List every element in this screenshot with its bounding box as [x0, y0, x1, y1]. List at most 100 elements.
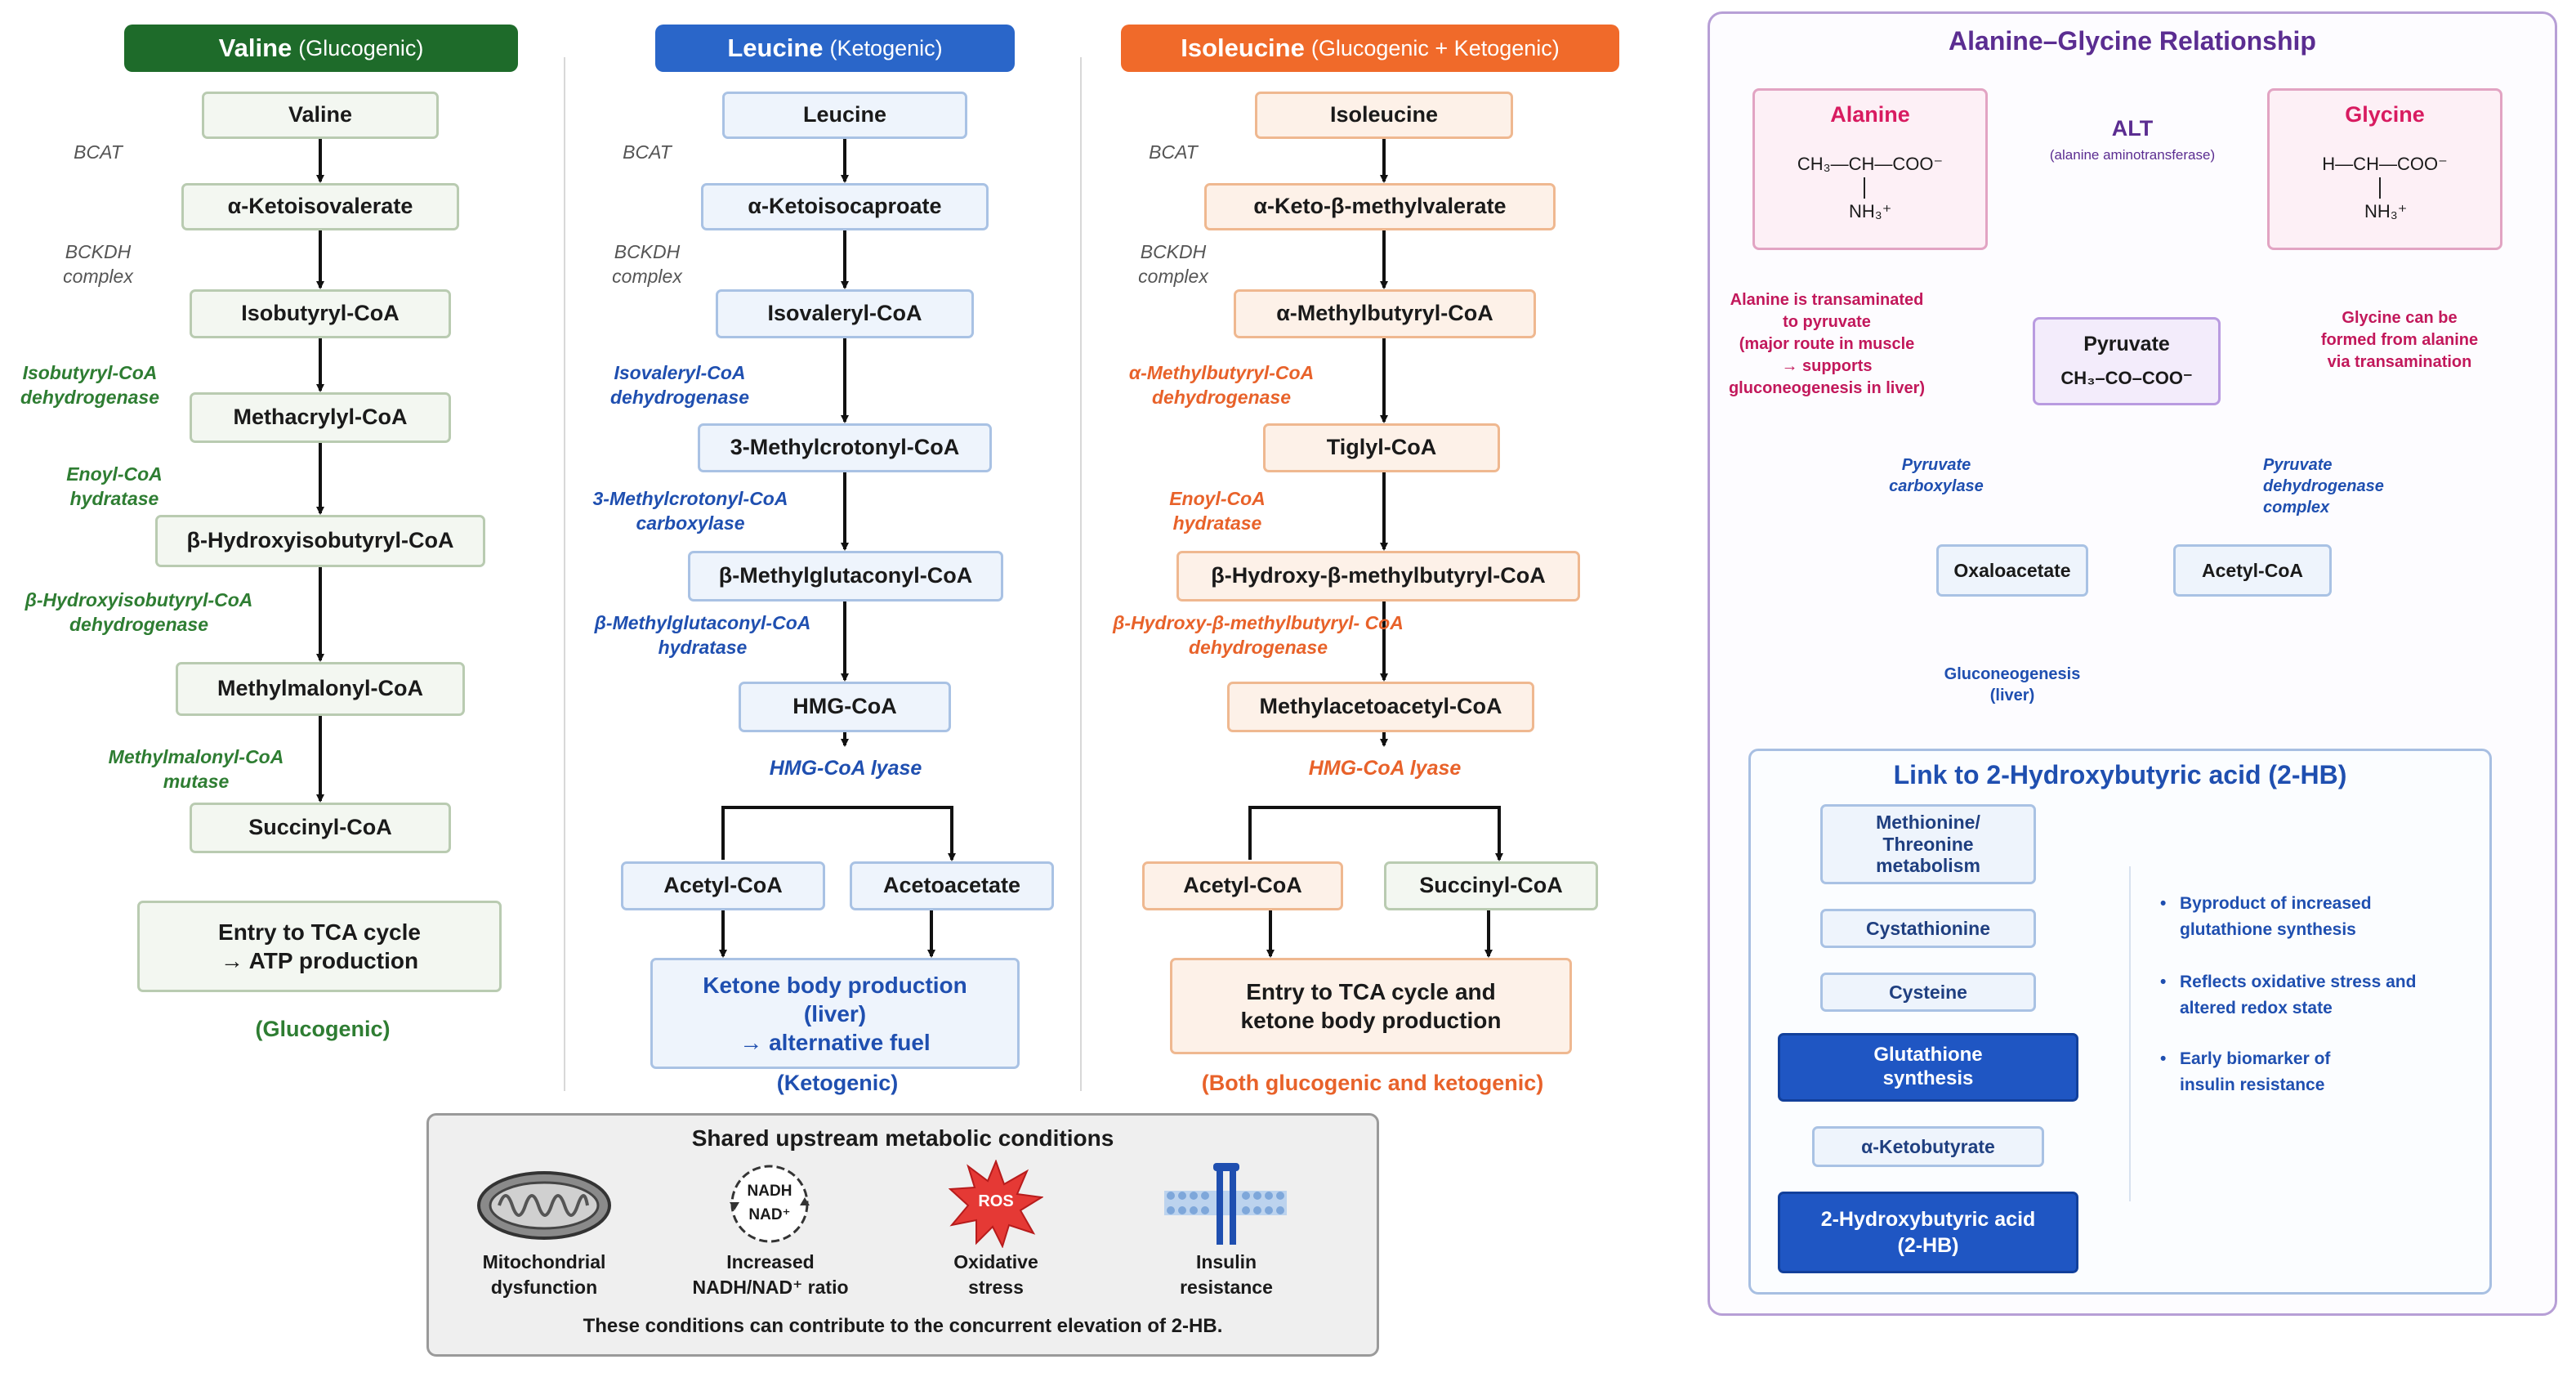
gluconeogenesis-label: Gluconeogenesis (liver) — [1944, 665, 2081, 704]
pyruvate-box: Pyruvate CH₃–CO–COO⁻ — [2033, 317, 2221, 405]
hb-step: α-Ketobutyrate — [1812, 1126, 2044, 1167]
leucine-node: α-Ketoisocaproate — [701, 183, 989, 230]
nadh-label: Increased NADH/NAD⁺ ratio — [692, 1251, 849, 1299]
alt-label: ALT — [2111, 116, 2154, 141]
column-divider — [1080, 57, 1082, 1091]
ros-text: ROS — [978, 1192, 1014, 1210]
isoleucine-enzyme: BCAT — [1149, 141, 1198, 163]
insulin-resistance-label: Insulin resistance — [1180, 1251, 1273, 1299]
alanine-glycine-title: Alanine–Glycine Relationship — [1949, 26, 2316, 56]
valine-header-subtitle: (Glucogenic) — [298, 35, 424, 60]
valine-node: β-Hydroxyisobutyryl-CoA — [155, 515, 485, 567]
hb-bullet: • Early biomarker of insulin resistance — [2160, 1046, 2471, 1098]
isoleucine-lyase: HMG-CoA lyase — [1308, 757, 1462, 780]
ros-burst-icon: ROS — [949, 1160, 1043, 1248]
isoleucine-enzyme: Enoyl-CoA hydratase — [1169, 488, 1266, 534]
valine-header: Valine (Glucogenic) — [124, 25, 518, 72]
nadh-text: NADH — [747, 1183, 792, 1200]
isoleucine-outcome: Entry to TCA cycle and ketone body produ… — [1170, 958, 1572, 1054]
leucine-enzyme: Isovaleryl-CoA dehydrogenase — [610, 362, 749, 408]
valine-enzyme: Enoyl-CoA hydratase — [66, 463, 163, 509]
glycine-formula: H—CH—COO⁻ — [2322, 154, 2448, 174]
leucine-product: Acetoacetate — [850, 861, 1054, 910]
isoleucine-enzyme: α-Methylbutyryl-CoA dehydrogenase — [1128, 362, 1315, 408]
glycine-box: Glycine H—CH—COO⁻ NH₃⁺ — [2267, 88, 2502, 250]
oxidative-stress-label: Oxidative stress — [953, 1251, 1038, 1299]
hb-step: Methionine/ Threonine metabolism — [1820, 804, 2036, 884]
valine-footer: (Glucogenic) — [255, 1017, 391, 1041]
valine-node: Succinyl-CoA — [190, 803, 451, 853]
hb-bullet: • Reflects oxidative stress and altered … — [2160, 969, 2471, 1021]
alanine-transamination-note: Alanine is transaminated to pyruvate (ma… — [1728, 291, 1926, 397]
pyruvate-carboxylase-label: Pyruvate carboxylase — [1889, 456, 1984, 495]
valine-node: Methacrylyl-CoA — [190, 392, 451, 443]
valine-enzyme: BCAT — [74, 141, 123, 163]
alanine-name: Alanine — [1830, 102, 1910, 127]
column-divider — [564, 57, 565, 1091]
pyruvate-name: Pyruvate — [2083, 333, 2170, 356]
leucine-node: Leucine — [722, 92, 967, 139]
isoleucine-header: Isoleucine (Glucogenic + Ketogenic) — [1121, 25, 1619, 72]
valine-node: Isobutyryl-CoA — [190, 289, 451, 338]
pyruvate-dehydrogenase-label: Pyruvate dehydrogenase complex — [2263, 456, 2384, 517]
mitochondria-label: Mitochondrial dysfunction — [482, 1251, 606, 1299]
glycine-formation-note: Glycine can be formed from alanine via t… — [2320, 309, 2479, 371]
alanine-amine: NH₃⁺ — [1849, 201, 1892, 221]
isoleucine-product: Succinyl-CoA — [1384, 861, 1598, 910]
valine-enzyme: BCKDH complex — [63, 241, 133, 287]
isoleucine-node: α-Keto-β-methylvalerate — [1204, 183, 1556, 230]
hb-step: Cysteine — [1820, 973, 2036, 1012]
leucine-enzyme: BCKDH complex — [612, 241, 682, 287]
insulin-receptor-icon — [1164, 1158, 1287, 1248]
hb-step: Cystathionine — [1820, 909, 2036, 948]
hb-bullet-text: Early biomarker of insulin resistance — [2180, 1049, 2331, 1094]
isoleucine-node: β-Hydroxy-β-methylbutyryl-CoA — [1176, 551, 1580, 602]
isoleucine-enzyme: BCKDH complex — [1138, 241, 1208, 287]
leucine-arrows — [719, 139, 956, 958]
glycine-amine: NH₃⁺ — [2364, 201, 2408, 221]
leucine-header: Leucine (Ketogenic) — [655, 25, 1015, 72]
leucine-header-title: Leucine — [727, 34, 824, 62]
hb-bullet-text: Byproduct of increased glutathione synth… — [2180, 894, 2372, 939]
leucine-outcome: Ketone body production (liver) → alterna… — [650, 958, 1020, 1069]
valine-enzyme: Methylmalonyl-CoA mutase — [108, 746, 284, 792]
leucine-node: 3-Methylcrotonyl-CoA — [698, 423, 992, 472]
hb-step: 2-Hydroxybutyric acid (2-HB) — [1778, 1192, 2078, 1273]
shared-conditions-title: Shared upstream metabolic conditions — [691, 1125, 1114, 1151]
hb-step: Glutathione synthesis — [1778, 1033, 2078, 1102]
shared-conditions-note: These conditions can contribute to the c… — [583, 1315, 1223, 1337]
isoleucine-header-title: Isoleucine — [1181, 34, 1305, 62]
leucine-enzyme: 3-Methylcrotonyl-CoA carboxylase — [592, 488, 788, 534]
valine-node: α-Ketoisovalerate — [181, 183, 459, 230]
leucine-header-subtitle: (Ketogenic) — [829, 35, 943, 60]
valine-node: Methylmalonyl-CoA — [176, 662, 465, 716]
glycine-bond — [2379, 177, 2381, 199]
leucine-node: Isovaleryl-CoA — [716, 289, 974, 338]
hb-bullets-divider — [2129, 866, 2131, 1201]
alt-subtitle: (alanine aminotransferase) — [2049, 147, 2216, 163]
isoleucine-arrows — [1248, 139, 1503, 958]
leucine-footer: (Ketogenic) — [776, 1071, 899, 1095]
isoleucine-node: α-Methylbutyryl-CoA — [1234, 289, 1536, 338]
alanine-bond — [1864, 177, 1865, 199]
leucine-node: HMG-CoA — [739, 682, 951, 732]
isoleucine-enzyme: β-Hydroxy-β-methylbutyryl- CoA dehydroge… — [1113, 612, 1404, 658]
valine-enzyme: β-Hydroxyisobutyryl-CoA dehydrogenase — [25, 589, 253, 635]
bullet-dot-icon: • — [2160, 973, 2167, 991]
nadh-cycle-icon: NADH NAD⁺ — [725, 1160, 815, 1248]
acetyl-coa-node: Acetyl-CoA — [2173, 544, 2332, 597]
pyruvate-formula: CH₃–CO–COO⁻ — [2060, 368, 2193, 388]
hb-bullet: • Byproduct of increased glutathione syn… — [2160, 891, 2471, 942]
bullet-dot-icon: • — [2160, 894, 2167, 913]
isoleucine-node: Tiglyl-CoA — [1263, 423, 1500, 472]
valine-node: Valine — [202, 92, 439, 139]
isoleucine-product: Acetyl-CoA — [1142, 861, 1343, 910]
valine-enzyme: Isobutyryl-CoA dehydrogenase — [20, 362, 159, 408]
nad-text: NAD⁺ — [748, 1206, 791, 1223]
hb-bullet-text: Reflects oxidative stress and altered re… — [2180, 973, 2417, 1017]
isoleucine-node: Methylacetoacetyl-CoA — [1227, 682, 1534, 732]
valine-header-title: Valine — [218, 34, 292, 62]
bullet-dot-icon: • — [2160, 1049, 2167, 1068]
shared-conditions-panel: Shared upstream metabolic conditions Mit… — [426, 1113, 1379, 1357]
mitochondria-icon — [475, 1166, 614, 1245]
